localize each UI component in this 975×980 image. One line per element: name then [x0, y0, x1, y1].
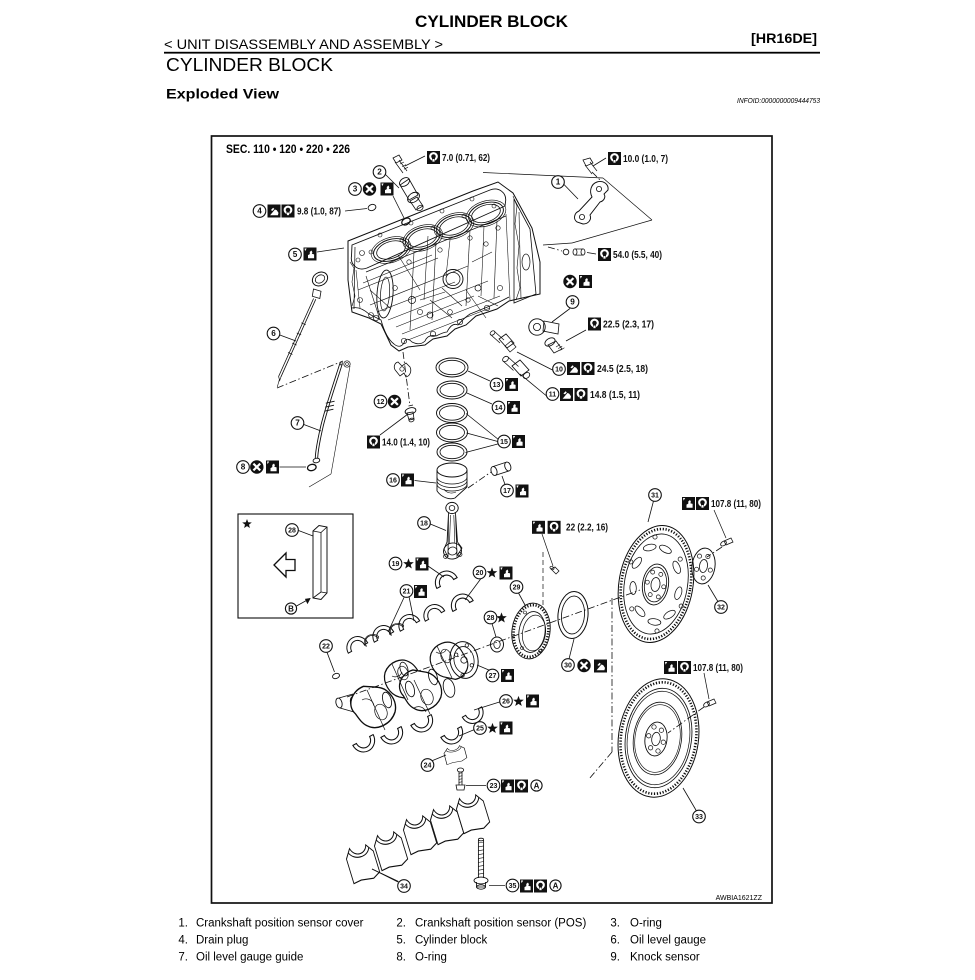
svg-text:B: B: [288, 604, 294, 613]
svg-text:7: 7: [295, 419, 300, 428]
svg-text:31: 31: [651, 493, 659, 500]
svg-text:6.: 6.: [610, 935, 620, 947]
svg-text:A: A: [534, 781, 540, 790]
svg-text:5.: 5.: [396, 935, 406, 947]
svg-text:26: 26: [502, 699, 510, 706]
svg-text:22: 22: [322, 644, 330, 651]
svg-text:17: 17: [503, 488, 511, 495]
svg-text:22 (2.2, 16): 22 (2.2, 16): [566, 523, 608, 534]
svg-text:Crankshaft position sensor (PO: Crankshaft position sensor (POS): [415, 918, 586, 930]
svg-text:13: 13: [493, 382, 501, 389]
svg-text:Oil level gauge: Oil level gauge: [630, 935, 706, 947]
svg-text:24: 24: [424, 763, 432, 770]
svg-text:Oil level gauge guide: Oil level gauge guide: [196, 952, 303, 964]
svg-text:19: 19: [392, 561, 400, 568]
svg-text:54.0 (5.5, 40): 54.0 (5.5, 40): [613, 250, 662, 261]
svg-text:10: 10: [555, 367, 563, 374]
svg-text:3.: 3.: [610, 918, 620, 930]
svg-text:16: 16: [389, 478, 397, 485]
svg-text:SEC. 110 • 120 • 220 • 226: SEC. 110 • 120 • 220 • 226: [226, 142, 350, 156]
svg-text:34: 34: [400, 884, 408, 891]
svg-text:Exploded View: Exploded View: [166, 86, 279, 102]
svg-text:14.8 (1.5, 11): 14.8 (1.5, 11): [590, 390, 640, 401]
svg-text:35: 35: [509, 883, 517, 890]
svg-text:< UNIT DISASSEMBLY AND ASSEMBL: < UNIT DISASSEMBLY AND ASSEMBLY >: [164, 37, 443, 52]
svg-text:22.5 (2.3, 17): 22.5 (2.3, 17): [603, 320, 654, 331]
svg-text:11: 11: [549, 392, 557, 399]
svg-text:21: 21: [403, 589, 411, 596]
svg-text:20: 20: [476, 570, 484, 577]
svg-text:28: 28: [487, 615, 495, 622]
svg-text:24.5 (2.5, 18): 24.5 (2.5, 18): [597, 364, 648, 375]
svg-text:33: 33: [695, 814, 703, 821]
svg-text:9: 9: [570, 298, 575, 307]
svg-text:4: 4: [257, 207, 262, 216]
svg-text:CYLINDER BLOCK: CYLINDER BLOCK: [166, 55, 333, 75]
svg-text:Knock sensor: Knock sensor: [630, 952, 700, 964]
svg-text:Crankshaft position sensor cov: Crankshaft position sensor cover: [196, 918, 364, 930]
svg-text:2: 2: [377, 168, 382, 177]
svg-text:107.8 (11, 80): 107.8 (11, 80): [693, 663, 743, 674]
svg-text:3: 3: [353, 185, 358, 194]
svg-text:32: 32: [717, 605, 725, 612]
svg-text:12: 12: [377, 399, 385, 406]
svg-text:2.: 2.: [396, 918, 406, 930]
svg-text:O-ring: O-ring: [630, 918, 662, 930]
svg-text:29: 29: [513, 585, 521, 592]
svg-text:15: 15: [500, 439, 508, 446]
svg-text:23: 23: [490, 783, 498, 790]
svg-text:14: 14: [495, 405, 503, 412]
svg-text:7.0 (0.71, 62): 7.0 (0.71, 62): [442, 153, 490, 164]
svg-text:9.: 9.: [610, 952, 620, 964]
svg-text:INFOID:0000000009444753: INFOID:0000000009444753: [737, 98, 820, 105]
svg-text:Cylinder block: Cylinder block: [415, 935, 487, 947]
svg-text:CYLINDER BLOCK: CYLINDER BLOCK: [415, 12, 569, 31]
svg-text:1.: 1.: [178, 918, 188, 930]
svg-text:14.0 (1.4, 10): 14.0 (1.4, 10): [382, 438, 430, 449]
svg-text:8: 8: [241, 463, 246, 472]
svg-text:9.8 (1.0, 87): 9.8 (1.0, 87): [297, 207, 341, 218]
svg-text:1: 1: [556, 178, 561, 187]
svg-text:4.: 4.: [178, 935, 188, 947]
svg-text:5: 5: [293, 250, 298, 259]
svg-text:A: A: [553, 881, 559, 890]
svg-text:O-ring: O-ring: [415, 952, 447, 964]
svg-text:10.0 (1.0, 7): 10.0 (1.0, 7): [623, 154, 668, 165]
svg-text:7.: 7.: [178, 952, 188, 964]
svg-text:28: 28: [288, 528, 296, 535]
svg-text:[HR16DE]: [HR16DE]: [751, 31, 817, 46]
svg-text:AWBIA1621ZZ: AWBIA1621ZZ: [716, 895, 763, 902]
svg-text:25: 25: [476, 726, 484, 733]
svg-text:Drain plug: Drain plug: [196, 935, 248, 947]
svg-text:8.: 8.: [396, 952, 406, 964]
svg-text:30: 30: [564, 663, 572, 670]
svg-text:6: 6: [271, 329, 276, 338]
svg-text:27: 27: [489, 673, 497, 680]
svg-text:18: 18: [420, 521, 428, 528]
svg-text:107.8 (11, 80): 107.8 (11, 80): [711, 499, 761, 510]
